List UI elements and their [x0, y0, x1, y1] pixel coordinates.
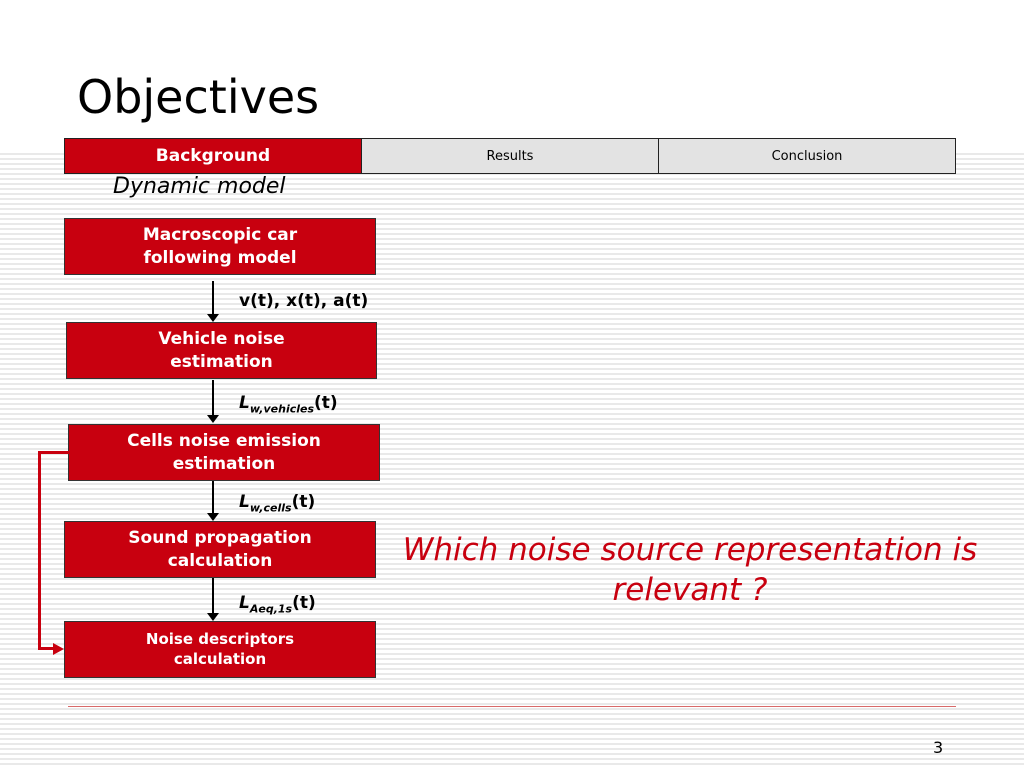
var-subscript: Aeq,1s: [249, 602, 293, 616]
feedback-arrow-bottom: [38, 647, 55, 650]
box-label: Sound propagation calculation: [128, 528, 312, 571]
box-label: Vehicle noise estimation: [158, 329, 285, 372]
slide-title: Objectives: [77, 70, 320, 124]
tab-background[interactable]: Background: [65, 139, 361, 173]
var-subscript: w,cells: [249, 501, 292, 515]
var-arg: (t): [291, 492, 316, 512]
box-car-following-model: Macroscopic car following model: [64, 218, 376, 275]
question-text: Which noise source representation is rel…: [402, 532, 978, 609]
feedback-arrow-head: [53, 643, 64, 655]
var-symbol: L: [239, 593, 250, 613]
arrow-4-head: [207, 613, 219, 621]
var-motion: v(t), x(t), a(t): [239, 291, 368, 311]
feedback-arrow-top: [38, 451, 69, 454]
box-label: Macroscopic car following model: [142, 225, 298, 268]
arrow-1-head: [207, 314, 219, 322]
box-label: Noise descriptors calculation: [145, 630, 295, 668]
box-sound-propagation: Sound propagation calculation: [64, 521, 376, 578]
tab-results[interactable]: Results: [361, 139, 658, 173]
var-symbol: L: [239, 393, 250, 413]
var-laeq-1s: LAeq,1s(t): [239, 593, 316, 615]
var-lw-vehicles: Lw,vehicles(t): [239, 393, 338, 415]
arrow-2-head: [207, 415, 219, 423]
footer-divider: [68, 706, 956, 707]
box-label: Cells noise emission estimation: [127, 431, 321, 474]
var-motion-label: v(t), x(t), a(t): [239, 291, 369, 311]
var-arg: (t): [292, 593, 316, 613]
var-arg: (t): [314, 393, 338, 413]
var-lw-cells: Lw,cells(t): [239, 492, 315, 514]
box-cells-noise-emission: Cells noise emission estimation: [68, 424, 380, 481]
feedback-arrow-vertical: [38, 451, 41, 650]
box-vehicle-noise-estimation: Vehicle noise estimation: [66, 322, 377, 379]
section-nav: Background Results Conclusion: [64, 138, 956, 174]
var-symbol: L: [239, 492, 250, 512]
arrow-1-line: [212, 281, 214, 315]
box-noise-descriptors: Noise descriptors calculation: [64, 621, 376, 678]
slide-subtitle: Dynamic model: [113, 174, 286, 199]
var-subscript: w,vehicles: [249, 402, 315, 416]
arrow-2-line: [212, 380, 214, 416]
arrow-3-head: [207, 513, 219, 521]
page-number: 3: [933, 738, 944, 757]
arrow-4-line: [212, 578, 214, 614]
arrow-3-line: [212, 481, 214, 514]
tab-conclusion[interactable]: Conclusion: [658, 139, 955, 173]
